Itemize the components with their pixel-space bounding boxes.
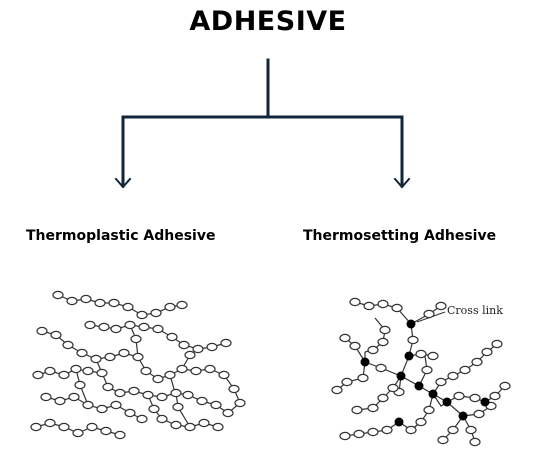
thermoplastic-label: Thermoplastic Adhesive — [26, 228, 216, 244]
thermosetting-label: Thermosetting Adhesive — [303, 228, 497, 244]
left-arrowhead — [114, 177, 132, 189]
cross-link-nodes — [360, 319, 490, 427]
right-arrowhead — [393, 177, 411, 189]
diagram-title: ADHESIVE — [189, 6, 347, 37]
hierarchy-arrows — [114, 58, 411, 189]
thermosetting-network-diagram: Cross link — [331, 297, 511, 447]
thermoplastic-chain-diagram — [30, 290, 246, 440]
cross-link-annotation: Cross link — [447, 304, 503, 317]
